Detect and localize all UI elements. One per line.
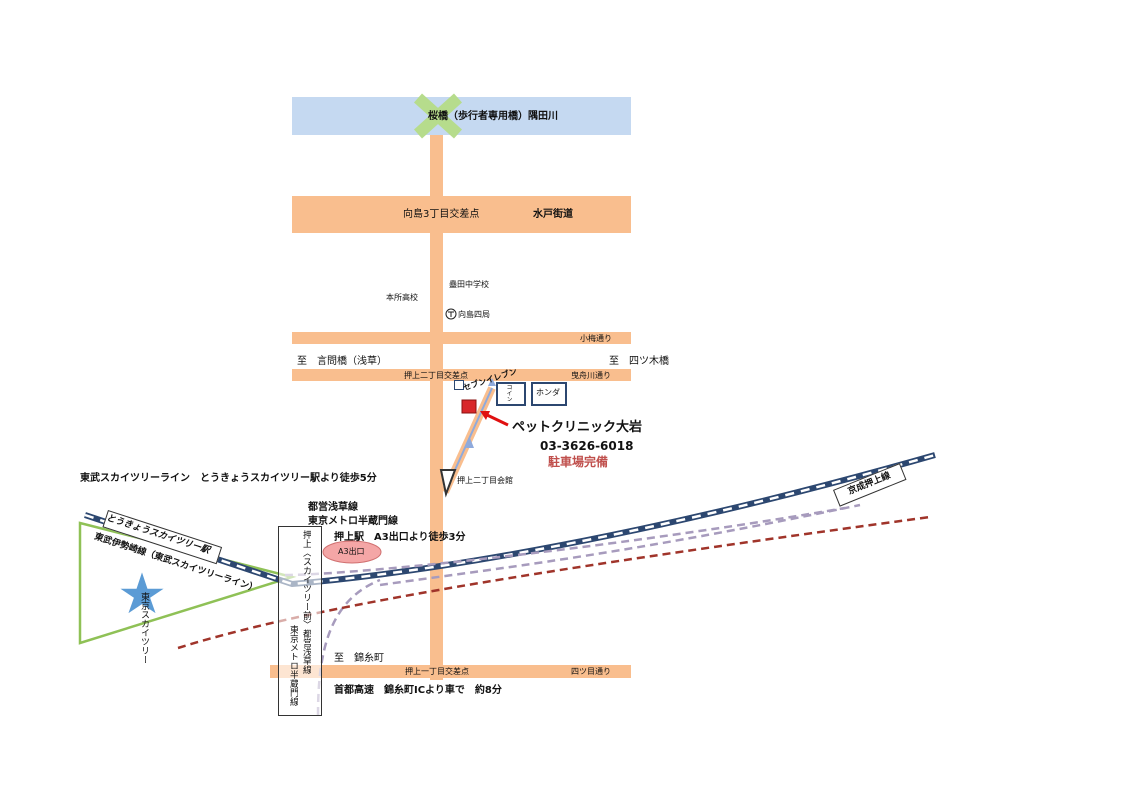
seven-eleven-marker [454,380,464,390]
a3-exit-marker [322,540,382,564]
post-office-icon [445,308,457,320]
clinic-arrow [484,412,509,427]
skytree-label: 東京スカイツリー [139,592,149,664]
mukojima-crossing-label: 向島3丁目交差点 [403,209,480,220]
clinic-phone: 03-3626-6018 [540,439,634,453]
honda-box [531,382,567,406]
yotsume-road-label: 四ツ目通り [571,667,611,676]
keisei-railway [177,515,931,650]
yotsume-road [270,665,631,678]
start-triangle-icon [439,469,457,498]
bridge-x-icon [413,93,463,139]
honda-label: ホンダ [536,388,560,397]
route-arrow-mid [466,438,474,448]
subway-route-2 [379,503,861,587]
tobu-walk-note: 東武スカイツリーライン とうきょうスカイツリー駅より徒歩5分 [80,473,377,484]
river-label: 桜橋（歩行者専用橋）隅田川 [428,111,558,122]
route-arrow-head [488,378,496,386]
honjo-hs-label: 本所高校 [386,293,418,302]
subway-route [284,506,846,716]
mito-road [292,196,631,233]
post-office-label: 向島四局 [458,310,490,319]
to-kototoi-label: 至 言問橋（浅草） [297,356,387,367]
clinic-parking: 駐車場完備 [548,455,609,469]
oshiage1-crossing-label: 押上一丁目交差点 [405,667,469,676]
oshiage-walk-note: 押上駅 A3出口より徒歩3分 [334,532,466,543]
hikifune-road-label: 曳舟川通り [571,371,611,380]
toei-asakusa-label: 都営浅草線 [308,502,358,513]
oshiage-station-box-label: 押上〈スカイツリー前〉都営浅草線 [301,530,311,674]
metro-box-label: 東京メトロ半蔵門線 [288,625,298,706]
sumida-jhs-label: 蠱田中学校 [449,280,489,289]
a3-exit-label: A3出口 [338,547,365,556]
coin-parking-label: コインパーキング [505,384,512,401]
coin-parking-box [496,382,526,406]
highway-note: 首都高速 錦糸町ICより車で 約8分 [334,685,502,696]
to-kinshicho-label: 至 錦糸町 [334,653,384,664]
oshiage-hall-label: 押上二丁目会館 [457,476,513,485]
tobu-railway-dash [84,453,936,586]
koume-road [292,332,631,344]
clinic-name: ペットクリニック大岩 [512,420,643,435]
clinic-marker-icon [461,399,477,414]
hikifune-road [292,369,631,381]
main-vertical-road [430,135,443,680]
oshiage-station-box [278,526,322,716]
to-yotsugi-label: 至 四ツ木橋 [609,356,669,367]
metro-hanzomon-label: 東京メトロ半蔵門線 [308,516,398,527]
clinic-arrow-head [480,411,490,420]
mito-road-label: 水戸街道 [533,209,573,220]
oshiage2-crossing-label: 押上二丁目交差点 [404,371,468,380]
koume-road-label: 小梅通り [580,334,612,343]
river-band [292,97,631,135]
skytree-star-icon [115,567,169,617]
